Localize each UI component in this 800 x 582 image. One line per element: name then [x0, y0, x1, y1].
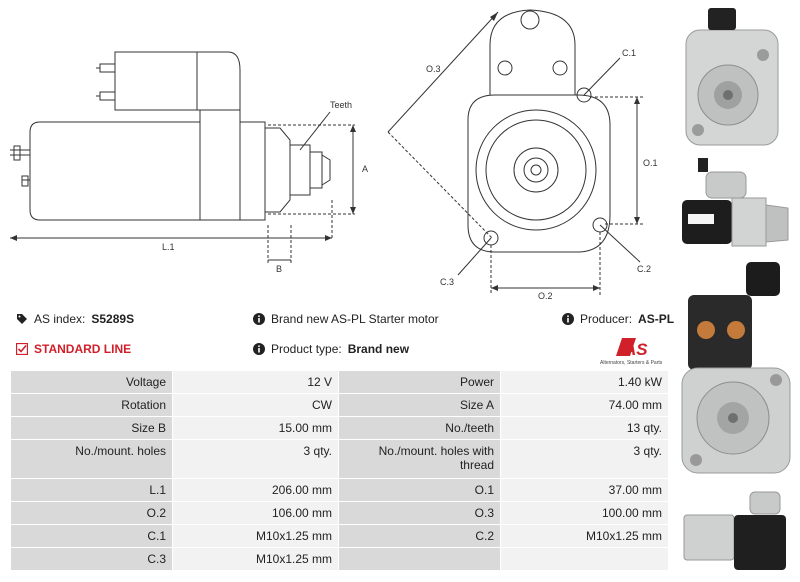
label-teeth: Teeth: [330, 100, 352, 110]
label-b: B: [276, 264, 282, 274]
motor-body: [29, 109, 266, 221]
spec-label: Voltage: [10, 370, 173, 394]
info-icon: [253, 343, 265, 355]
spec-value: 3 qty.: [500, 439, 669, 479]
spec-label: L.1: [10, 478, 173, 502]
pilot-circle: [475, 109, 597, 231]
spec-value: 100.00 mm: [500, 501, 669, 525]
photo-side-view: [682, 158, 789, 247]
spec-label: C.2: [338, 524, 501, 548]
producer-value: AS-PL: [638, 312, 675, 326]
spec-label: No./teeth: [338, 416, 501, 440]
spec-value: 13 qty.: [500, 416, 669, 440]
as-index-row: AS index: S5289S: [16, 312, 134, 326]
as-index-value: S5289S: [91, 312, 135, 326]
label-c1: C.1: [622, 48, 636, 58]
spec-value: 106.00 mm: [172, 501, 339, 525]
standard-line-row: STANDARD LINE: [16, 342, 131, 356]
spec-label: Size A: [338, 393, 501, 417]
logo-text: AS: [623, 340, 648, 359]
product-type-value: Brand new: [347, 342, 410, 356]
spec-label: C.1: [10, 524, 173, 548]
description-text: Brand new AS-PL Starter motor: [271, 312, 439, 326]
label-c3: C.3: [440, 277, 454, 287]
spec-value: M10x1.25 mm: [172, 547, 339, 571]
spec-label: Rotation: [10, 393, 173, 417]
info-icon: [562, 313, 574, 325]
spec-value: 74.00 mm: [500, 393, 669, 417]
spec-value: 3 qty.: [172, 439, 339, 479]
label-o1: O.1: [643, 158, 658, 168]
spec-label: No./mount. holes with thread: [338, 439, 501, 479]
spec-value: 37.00 mm: [500, 478, 669, 502]
description-row: Brand new AS-PL Starter motor: [253, 312, 439, 326]
spec-label: [338, 547, 501, 571]
product-photos: [681, 8, 791, 570]
solenoid-body: [114, 51, 198, 111]
producer-label: Producer:: [580, 312, 633, 326]
producer-row: Producer: AS-PL: [562, 312, 674, 326]
tag-icon: [16, 313, 28, 325]
logo-subtext: Alternators, Starters & Parts: [600, 360, 663, 366]
spec-label: No./mount. holes: [10, 439, 173, 479]
info-icon: [253, 313, 265, 325]
spec-value: 12 V: [172, 370, 339, 394]
spec-value: 15.00 mm: [172, 416, 339, 440]
label-o2: O.2: [538, 291, 553, 300]
standard-line-text: STANDARD LINE: [34, 342, 132, 356]
spec-label: C.3: [10, 547, 173, 571]
spec-value: M10x1.25 mm: [500, 524, 669, 548]
product-type-label: Product type:: [271, 342, 342, 356]
photo-side-view-2: [683, 491, 786, 570]
photo-front-view: [685, 8, 779, 146]
spec-value: 206.00 mm: [172, 478, 339, 502]
checkbox-icon: [16, 343, 28, 355]
label-c2: C.2: [637, 264, 651, 274]
spec-label: Power: [338, 370, 501, 394]
label-o3: O.3: [426, 64, 441, 74]
as-logo: AS Alternators, Starters & Parts: [600, 336, 670, 371]
spec-label: O.1: [338, 478, 501, 502]
label-a: A: [362, 164, 368, 174]
label-l1: L.1: [162, 242, 175, 252]
technical-drawing: Teeth A L.1 B O.3 C.1 O.1 C.3 O.2 C.2: [10, 9, 658, 300]
flange-body: [467, 94, 611, 253]
spec-label: O.2: [10, 501, 173, 525]
spec-label: O.3: [338, 501, 501, 525]
spec-value: 1.40 kW: [500, 370, 669, 394]
spec-value: M10x1.25 mm: [172, 524, 339, 548]
spec-value: CW: [172, 393, 339, 417]
spec-value: [500, 547, 669, 571]
flange-top: [489, 9, 576, 95]
photo-rear-view: [681, 262, 791, 474]
spec-label: Size B: [10, 416, 173, 440]
as-index-label: AS index:: [34, 312, 86, 326]
product-type-row: Product type: Brand new: [253, 342, 409, 356]
